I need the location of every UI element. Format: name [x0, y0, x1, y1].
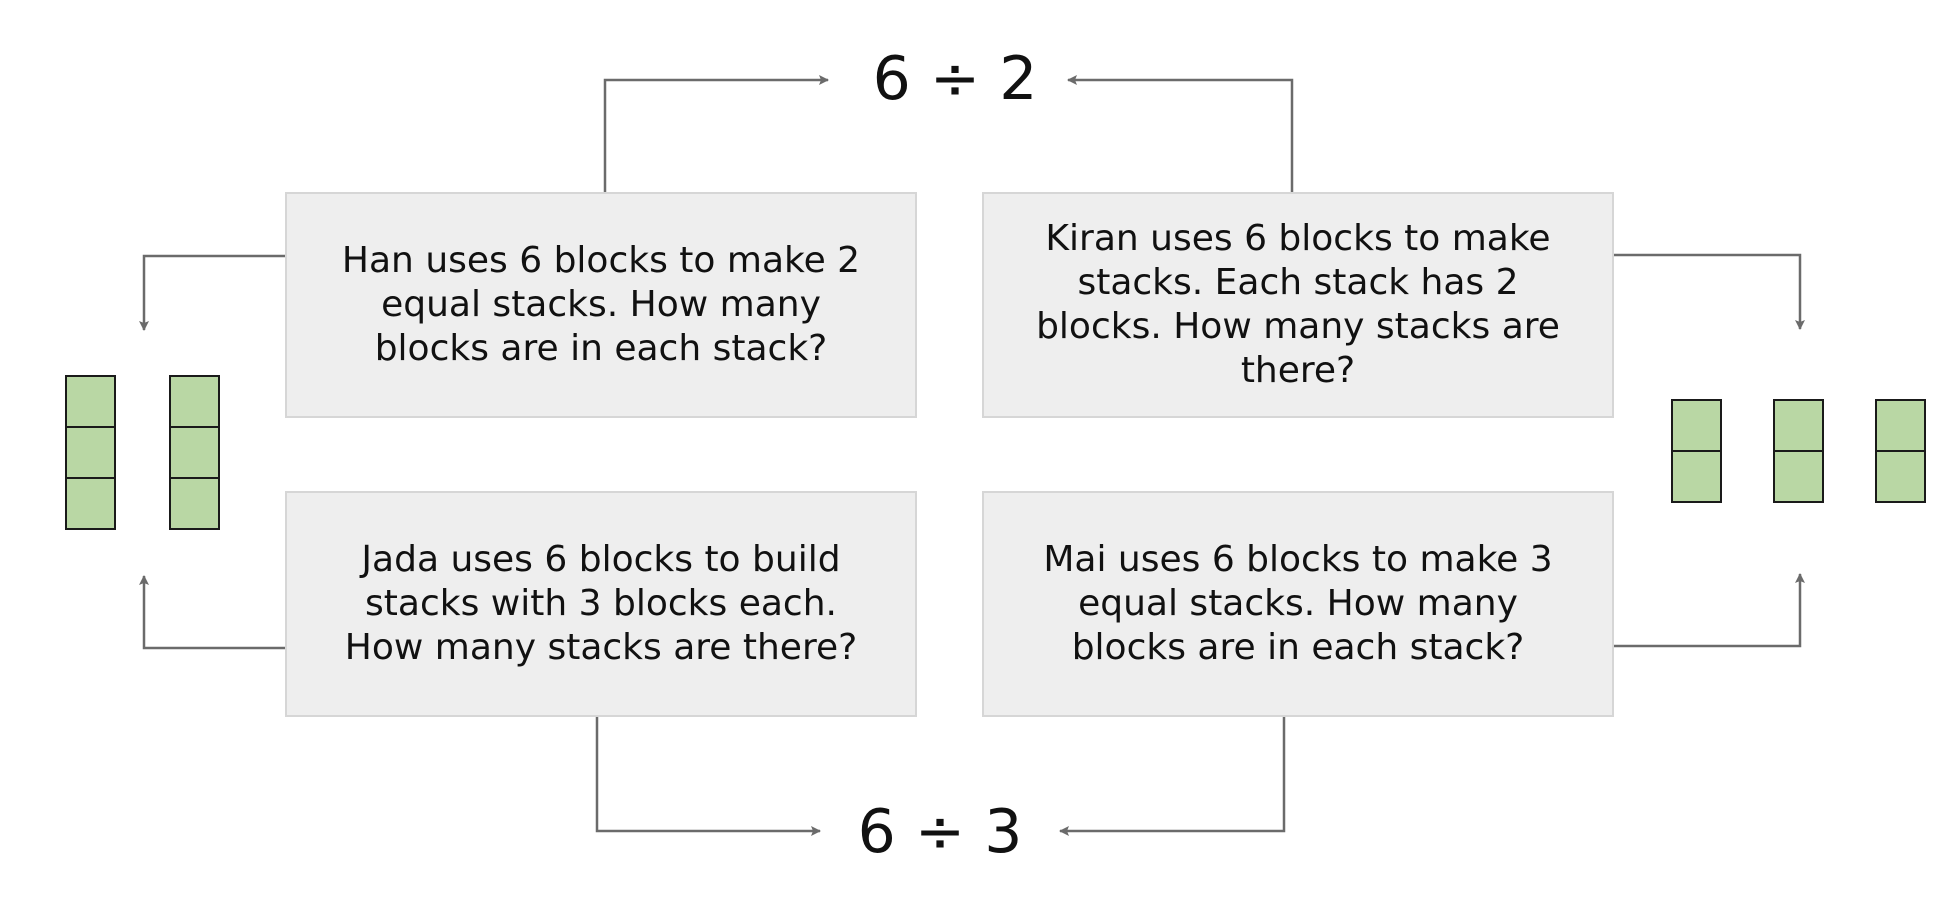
- problem-text-han: Han uses 6 blocks to make 2 equal stacks…: [341, 240, 861, 369]
- block: [171, 479, 218, 528]
- block: [1673, 401, 1720, 452]
- problem-text-mai: Mai uses 6 blocks to make 3 equal stacks…: [1043, 539, 1553, 668]
- problem-text-jada: Jada uses 6 blocks to build stacks with …: [344, 539, 858, 668]
- arrow-mai-to-bottom-expression: [1059, 717, 1286, 836]
- block: [67, 479, 114, 528]
- block: [67, 377, 114, 428]
- block: [1775, 401, 1822, 452]
- arrow-kiran-to-top-expression: [1067, 75, 1294, 192]
- block: [171, 428, 218, 479]
- block: [67, 428, 114, 479]
- problem-box-kiran: Kiran uses 6 blocks to make stacks. Each…: [982, 192, 1614, 418]
- block: [171, 377, 218, 428]
- block-stack-right-1: [1671, 399, 1722, 503]
- block-stack-right-3: [1875, 399, 1926, 503]
- arrow-jada-to-left-blocks: [139, 575, 285, 650]
- expression-six-divided-by-three: 6 ÷ 3: [857, 797, 1023, 867]
- arrow-han-to-top-expression: [603, 75, 829, 192]
- expression-six-divided-by-two: 6 ÷ 2: [872, 44, 1038, 114]
- problem-box-jada: Jada uses 6 blocks to build stacks with …: [285, 491, 917, 717]
- block: [1673, 452, 1720, 501]
- block: [1775, 452, 1822, 501]
- block-stack-right-2: [1773, 399, 1824, 503]
- problem-box-mai: Mai uses 6 blocks to make 3 equal stacks…: [982, 491, 1614, 717]
- problem-text-kiran: Kiran uses 6 blocks to make stacks. Each…: [1036, 218, 1560, 391]
- block-stack-left-1: [65, 375, 116, 530]
- arrow-han-to-left-blocks: [139, 254, 285, 331]
- block: [1877, 401, 1924, 452]
- block-stack-left-2: [169, 375, 220, 530]
- arrow-mai-to-right-blocks: [1614, 573, 1805, 648]
- block: [1877, 452, 1924, 501]
- problem-box-han: Han uses 6 blocks to make 2 equal stacks…: [285, 192, 917, 418]
- arrow-jada-to-bottom-expression: [595, 717, 821, 836]
- arrow-kiran-to-right-blocks: [1614, 253, 1805, 330]
